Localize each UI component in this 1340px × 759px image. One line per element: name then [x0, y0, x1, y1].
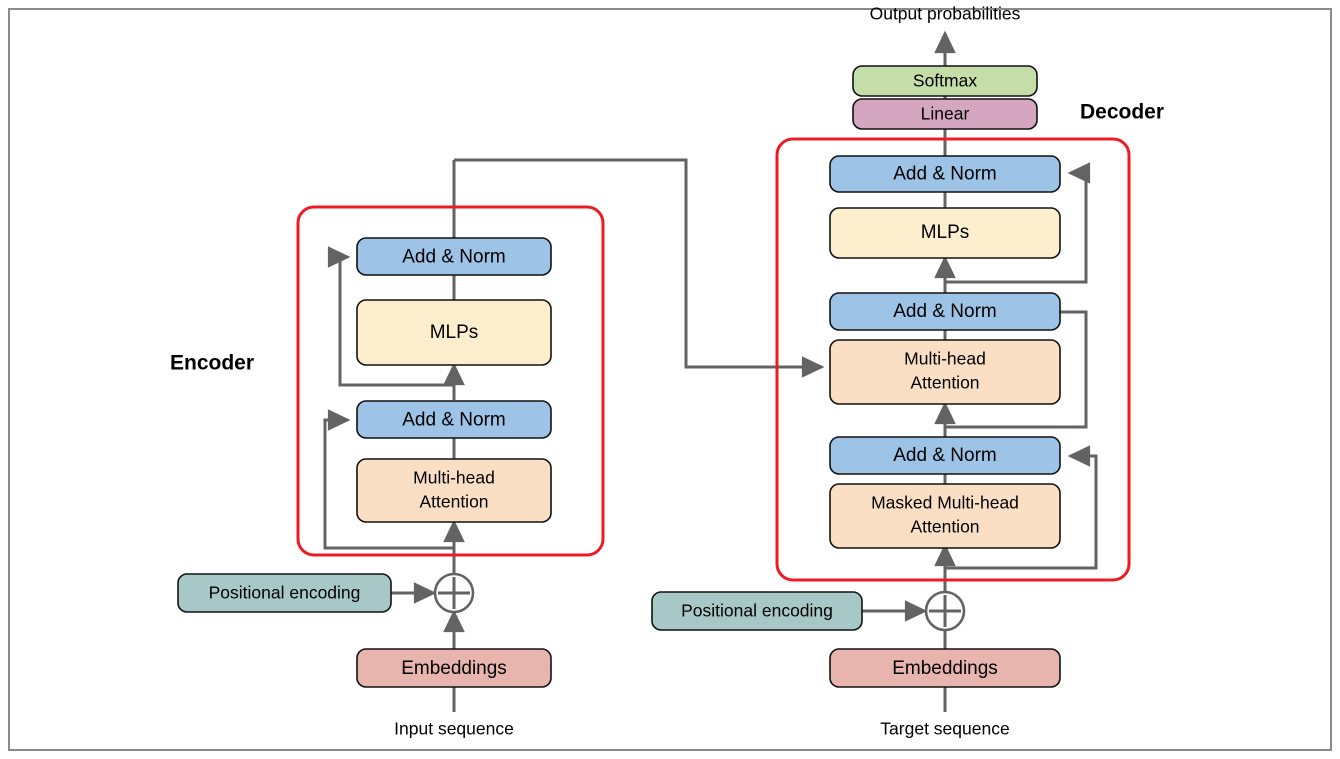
decoder-masked-attention-label-line2: Attention	[910, 517, 979, 537]
decoder-add-norm-1-box[interactable]	[829, 436, 1061, 475]
decoder-positional-encoding-label: Positional encoding	[681, 601, 833, 621]
softmax-block[interactable]: Softmax	[852, 65, 1038, 97]
linear-box[interactable]	[852, 98, 1038, 130]
decoder-positional-encoding-box[interactable]	[651, 591, 863, 631]
encoder-group-label: Encoder	[170, 352, 254, 375]
decoder-block-cross-attention[interactable]: Multi-head Attention	[829, 339, 1061, 405]
decoder-masked-attention-label-line1: Masked Multi-head	[871, 493, 1019, 513]
decoder-embeddings-box[interactable]	[829, 648, 1061, 688]
decoder-add-norm-2-box[interactable]	[829, 292, 1061, 331]
decoder-cross-attention-label-line1: Multi-head	[904, 349, 986, 369]
encoder-add-norm-2-box[interactable]	[356, 237, 552, 276]
decoder-mlps-label: MLPs	[921, 222, 970, 243]
wire-dec-residual-2	[945, 310, 1088, 429]
encoder-group-box	[296, 205, 605, 557]
decoder-positional-encoding[interactable]: Positional encoding	[651, 591, 863, 631]
encoder-positional-encoding[interactable]: Positional encoding	[177, 573, 392, 613]
encoder-embeddings-box[interactable]	[356, 648, 552, 688]
encoder-block-multi-head-attention[interactable]: Multi-head Attention	[356, 458, 552, 523]
encoder-embeddings[interactable]: Embeddings	[356, 648, 552, 688]
encoder-input-sequence-label: Input sequence	[394, 719, 514, 739]
encoder-attention-label-line1: Multi-head	[413, 468, 495, 488]
encoder-mlps-box[interactable]	[356, 299, 552, 366]
decoder-sum-operator	[924, 590, 966, 632]
wire-enc-residual-1	[323, 409, 454, 550]
decoder-embeddings-label: Embeddings	[892, 658, 998, 679]
encoder-attention-box[interactable]	[356, 458, 552, 523]
softmax-label: Softmax	[913, 71, 977, 91]
output-probabilities-label: Output probabilities	[870, 4, 1021, 24]
decoder-block-mlps[interactable]: MLPs	[829, 207, 1061, 259]
wire-encoder-to-decoder-cross-attention	[454, 158, 825, 378]
encoder-positional-encoding-box[interactable]	[177, 573, 392, 613]
decoder-block-masked-attention[interactable]: Masked Multi-head Attention	[829, 483, 1061, 549]
decoder-embeddings[interactable]: Embeddings	[829, 648, 1061, 688]
encoder-embeddings-label: Embeddings	[401, 658, 507, 679]
encoder-sum-operator	[433, 572, 475, 614]
linear-label: Linear	[921, 104, 970, 124]
decoder-block-add-norm-3[interactable]: Add & Norm	[829, 155, 1061, 193]
encoder-block-add-norm-2[interactable]: Add & Norm	[356, 237, 552, 276]
decoder-block-add-norm-2[interactable]: Add & Norm	[829, 292, 1061, 331]
encoder-add-norm-1-label: Add & Norm	[402, 410, 505, 431]
page-frame	[8, 8, 1332, 751]
encoder-attention-label-line2: Attention	[419, 492, 488, 512]
encoder-block-add-norm-1[interactable]: Add & Norm	[356, 400, 552, 439]
decoder-cross-attention-box[interactable]	[829, 339, 1061, 405]
encoder-mlps-label: MLPs	[430, 322, 479, 343]
decoder-add-norm-3-box[interactable]	[829, 155, 1061, 193]
decoder-add-norm-3-label: Add & Norm	[893, 164, 996, 185]
encoder-positional-encoding-label: Positional encoding	[209, 583, 361, 603]
encoder-add-norm-1-box[interactable]	[356, 400, 552, 439]
wire-dec-residual-1	[945, 445, 1098, 570]
encoder-add-norm-2-label: Add & Norm	[402, 247, 505, 268]
wire-enc-residual-2	[327, 246, 454, 387]
decoder-mlps-box[interactable]	[829, 207, 1061, 259]
softmax-box[interactable]	[852, 65, 1038, 97]
linear-block[interactable]: Linear	[852, 98, 1038, 130]
decoder-add-norm-2-label: Add & Norm	[893, 301, 996, 322]
decoder-add-norm-1-label: Add & Norm	[893, 445, 996, 466]
encoder-block-mlps[interactable]: MLPs	[356, 299, 552, 366]
decoder-cross-attention-label-line2: Attention	[910, 373, 979, 393]
decoder-group-label: Decoder	[1080, 101, 1164, 124]
decoder-block-add-norm-1[interactable]: Add & Norm	[829, 436, 1061, 475]
decoder-target-sequence-label: Target sequence	[880, 719, 1009, 739]
decoder-group-box	[775, 137, 1131, 582]
decoder-masked-attention-box[interactable]	[829, 483, 1061, 549]
wire-dec-residual-3	[945, 162, 1091, 284]
